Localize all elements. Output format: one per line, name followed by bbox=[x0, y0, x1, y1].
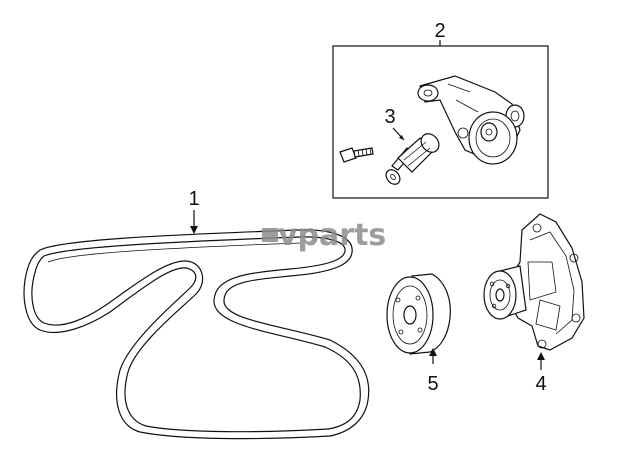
callout-5-label: 5 bbox=[427, 373, 438, 395]
damper: 3 bbox=[384, 106, 440, 185]
callout-3-arrowhead bbox=[399, 135, 404, 140]
callout-1-arrowhead bbox=[190, 226, 198, 234]
callout-5-arrowhead bbox=[429, 348, 437, 356]
tensioner-bracket bbox=[417, 75, 525, 165]
callout-3-label: 3 bbox=[384, 106, 395, 128]
bolt bbox=[339, 147, 374, 163]
watermark-mark bbox=[262, 228, 278, 242]
callout-4-arrowhead bbox=[537, 352, 545, 360]
serpentine-belt: 1 bbox=[23, 188, 370, 440]
tensioner-group: 2 3 bbox=[332, 20, 549, 199]
callout-4-label: 4 bbox=[535, 373, 546, 395]
callout-1-label: 1 bbox=[188, 188, 199, 210]
idler-pulley: 5 bbox=[386, 273, 451, 395]
water-pump: 4 bbox=[483, 213, 585, 395]
watermark-text: vparts bbox=[278, 218, 386, 253]
callout-2-label: 2 bbox=[434, 20, 445, 42]
watermark-logo: vparts bbox=[262, 218, 386, 253]
